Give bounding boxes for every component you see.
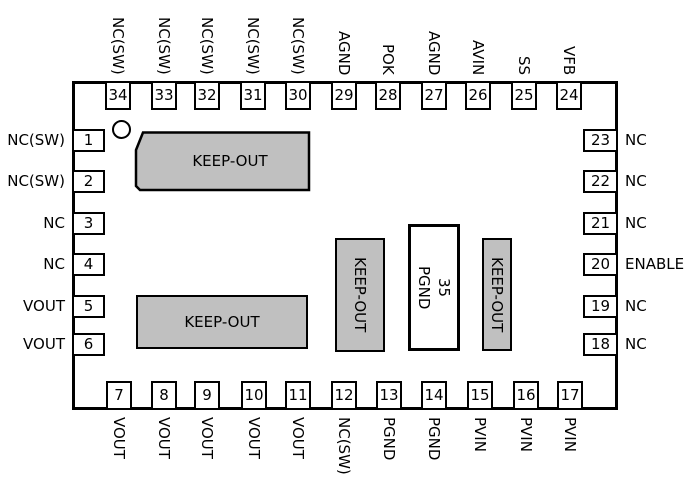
pin-27: 27 xyxy=(421,81,447,110)
center-pad-number: 35 xyxy=(435,277,453,298)
keepout-top-label: KEEP-OUT xyxy=(192,152,268,170)
pin-1-label: NC(SW) xyxy=(7,131,65,149)
pin-5-label: VOUT xyxy=(23,297,65,315)
keepout-region-top: KEEP-OUT xyxy=(133,129,313,193)
keepout-top-shape xyxy=(134,131,311,192)
pin-1: 1 xyxy=(72,129,105,152)
pin-32: 32 xyxy=(194,81,220,110)
pin-12-label: NC(SW) xyxy=(335,417,353,475)
pin-15-label: PVIN xyxy=(471,417,489,452)
pin-4-label: NC xyxy=(43,255,65,273)
pin-33: 33 xyxy=(151,81,177,110)
center-pad-text: 35 PGND xyxy=(414,266,454,309)
pin-17: 17 xyxy=(557,381,583,410)
pin-22-label: NC xyxy=(625,172,647,190)
keepout-bottom-label: KEEP-OUT xyxy=(184,313,260,331)
keepout-region-mid-left: KEEP-OUT xyxy=(335,238,385,352)
pin-27-label: AGND xyxy=(425,30,443,75)
pin-30: 30 xyxy=(285,81,311,110)
pin1-indicator-icon xyxy=(112,120,131,139)
pin-26: 26 xyxy=(465,81,491,110)
pin-23: 23 xyxy=(583,129,618,152)
pin-4: 4 xyxy=(72,253,105,276)
pin-13: 13 xyxy=(376,381,402,410)
pin-16: 16 xyxy=(513,381,539,410)
pin-18: 18 xyxy=(583,333,618,356)
pin-19-label: NC xyxy=(625,297,647,315)
pin-10-label: VOUT xyxy=(245,417,263,459)
pin-14-label: PGND xyxy=(425,417,443,461)
pin-15: 15 xyxy=(467,381,493,410)
pin-24: 24 xyxy=(556,81,582,110)
pin-20-label: ENABLE xyxy=(625,255,685,273)
pin-18-label: NC xyxy=(625,335,647,353)
pin-9: 9 xyxy=(194,381,220,410)
pin-9-label: VOUT xyxy=(198,417,216,459)
pin-20: 20 xyxy=(583,253,618,276)
pin-10: 10 xyxy=(241,381,267,410)
pin-28-label: POK xyxy=(379,44,397,75)
pin-31: 31 xyxy=(240,81,266,110)
pin-7: 7 xyxy=(106,381,132,410)
pin-23-label: NC xyxy=(625,131,647,149)
pin-14: 14 xyxy=(421,381,447,410)
pin-34: 34 xyxy=(105,81,131,110)
pin-7-label: VOUT xyxy=(110,417,128,459)
keepout-mid-left-label: KEEP-OUT xyxy=(351,257,369,333)
pin-19: 19 xyxy=(583,295,618,318)
pin-17-label: PVIN xyxy=(561,417,579,452)
pin-31-label: NC(SW) xyxy=(244,17,262,75)
pin-11: 11 xyxy=(285,381,311,410)
pin-16-label: PVIN xyxy=(517,417,535,452)
keepout-region-mid-right: KEEP-OUT xyxy=(482,238,512,351)
pin-12: 12 xyxy=(331,381,357,410)
center-pad-label: PGND xyxy=(415,265,433,310)
pin-13-label: PGND xyxy=(380,417,398,461)
pin-8: 8 xyxy=(151,381,177,410)
pin-8-label: VOUT xyxy=(155,417,173,459)
pin-11-label: VOUT xyxy=(289,417,307,459)
pin-28: 28 xyxy=(375,81,401,110)
pin-22: 22 xyxy=(583,170,618,193)
pin-2: 2 xyxy=(72,170,105,193)
pin-34-label: NC(SW) xyxy=(109,17,127,75)
pin-6-label: VOUT xyxy=(23,335,65,353)
pin-21-label: NC xyxy=(625,214,647,232)
keepout-region-bottom: KEEP-OUT xyxy=(136,295,308,349)
pin-6: 6 xyxy=(72,333,105,356)
pin-30-label: NC(SW) xyxy=(289,17,307,75)
pin-25: 25 xyxy=(511,81,537,110)
pin-32-label: NC(SW) xyxy=(198,17,216,75)
center-pad-35: 35 PGND xyxy=(408,224,460,351)
keepout-mid-right-label: KEEP-OUT xyxy=(488,256,506,333)
pin-26-label: AVIN xyxy=(469,39,487,75)
pin-5: 5 xyxy=(72,295,105,318)
pin-33-label: NC(SW) xyxy=(155,17,173,75)
pin-29: 29 xyxy=(331,81,357,110)
pin-21: 21 xyxy=(583,212,618,235)
pin-3-label: NC xyxy=(43,214,65,232)
pin-3: 3 xyxy=(72,212,105,235)
pin-2-label: NC(SW) xyxy=(7,172,65,190)
pin-25-label: SS xyxy=(515,55,533,75)
pin-29-label: AGND xyxy=(335,30,353,75)
pin-24-label: VFB xyxy=(560,45,578,75)
